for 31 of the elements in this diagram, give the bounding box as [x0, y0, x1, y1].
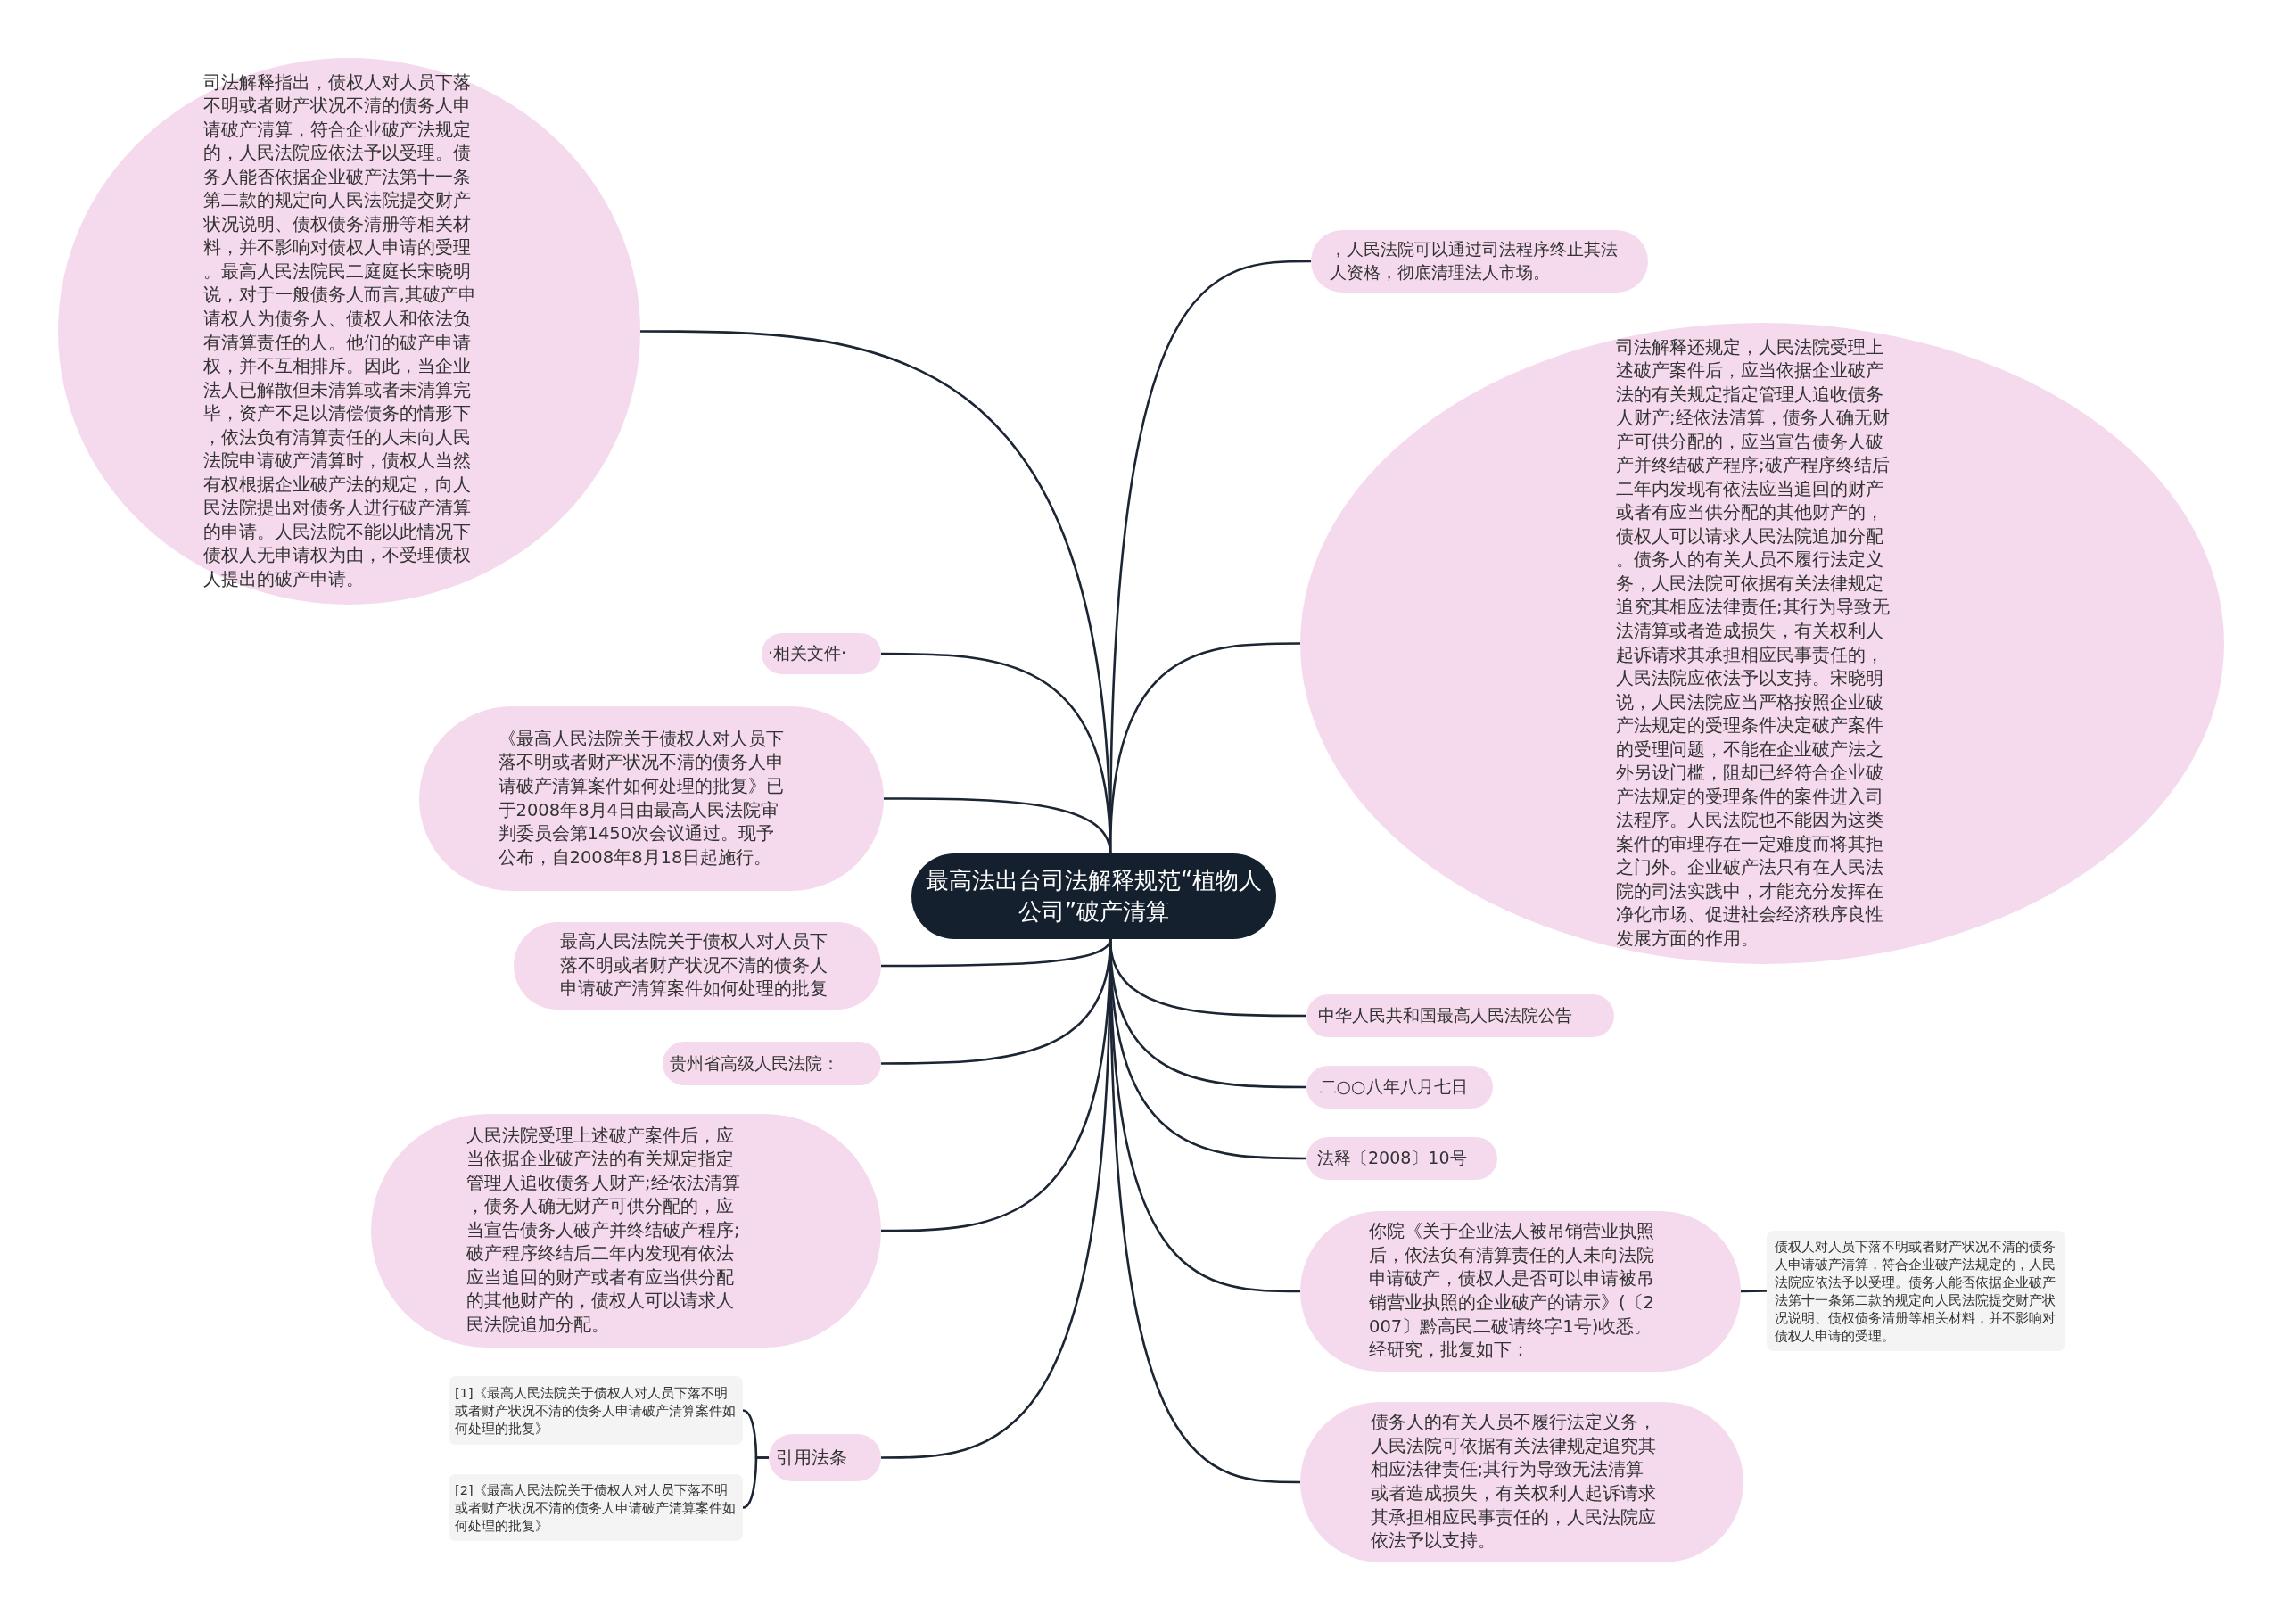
topic-pill: [769, 1434, 881, 1481]
topic-pill: [1306, 994, 1614, 1037]
connector-line: [742, 1456, 769, 1509]
topic-text: 最高人民法院关于债权人对人员下落不明或者财产状况不清的债务人申请破产清算案件如何处理的批复: [560, 930, 828, 1002]
topic-text: 法释〔2008〕10号: [1317, 1147, 1468, 1170]
topic-text: ，人民法院可以通过司法程序终止其法人资格，彻底清理法人市场。: [1330, 238, 1619, 284]
topic-text: 人民法院受理上述破产案件后，应当依据企业破产法的有关规定指定管理人追收债务人财产;经依法清算，债务人确无财产可供分配的，应当宣告债务人破产并终结破产程序;破产程序终结后二年内发现有依法应当追回的财产或者有应当供分配的其他财产的，债权人可以请求人民法院追加分配。: [466, 1124, 741, 1337]
topic-text: 引用法条: [776, 1445, 848, 1470]
note-card: [1767, 1231, 2065, 1351]
connector-line: [1109, 642, 1300, 854]
topic-text: ·相关文件·: [768, 642, 848, 665]
note-card: [449, 1376, 743, 1445]
topic-text: 债务人的有关人员不履行法定义务，人民法院可依据有关法律规定追究其相应法律责任;其行为导致无法清算或者造成损失，有关权利人起诉请求其承担相应民事责任的，人民法院应依法予以支持。: [1370, 1411, 1656, 1554]
topic-text: [1]《最高人民法院关于债权人对人员下落不明或者财产状况不清的债务人申请破产清算案件如何处理的批复》: [455, 1384, 737, 1438]
topic-text: 你院《关于企业法人被吊销营业执照后，依法负有清算责任的人未向法院申请破产，债权人是否可以申请被吊销营业执照的企业破产的请示》(〔2007〕黔高民二破请终字1号)收悉。经研究，批复如下：: [1369, 1220, 1654, 1363]
connector-line: [881, 938, 1112, 968]
topic-text: 中华人民共和国最高人民法院公告: [1317, 1004, 1573, 1027]
topic-pill: [663, 1042, 881, 1085]
topic-text: 债权人对人员下落不明或者财产状况不清的债务人申请破产清算，符合企业破产法规定的，人民法院应依法予以受理。债务人能否依据企业破产法第十一条第二款的规定向人民法院提交财产状况说明、债权债务清册等相关材料，并不影响对债权人申请的受理。: [1774, 1238, 2056, 1345]
topic-pill: [762, 633, 881, 674]
topic-text: 《最高人民法院关于债权人对人员下落不明或者财产状况不清的债务人申请破产清算案件如何处理的批复》已于2008年8月4日由最高人民法院审判委员会第1450次会议通过。现予公布，自2008年8月18日起施行。: [498, 727, 785, 870]
topic-text: 司法解释还规定，人民法院受理上述破产案件后，应当依据企业破产法的有关规定指定管理人追收债务人财产;经依法清算，债务人确无财产可供分配的，应当宣告债务人破产并终结破产程序;破产程序终结后二年内发现有依法应当追回的财产或者有应当供分配的其他财产的，债权人可以请求人民法院追加分配。债务人的有关人员不履行法定义务，人民法院可依据有关法律规定追究其相应法律责任;其行为导致无法清算或者造成损失，有关权利人起诉请求其承担相应民事责任的，人民法院应依法予以支持。宋晓明说，人民法院应当严格按照企业破产法规定的受理条件决定破产案件的受理问题，不能在企业破产法之外另设门槛，阻却已经符合企业破产法规定的受理条件的案件进入司法程序。人民法院也不能因为这类案件的审理存在一定难度而将其拒之门外。企业破产法只有在人民法院的司法实践中，才能充分发挥在净化市场、促进社会经济秩序良性发展方面的作用。: [1616, 335, 1891, 951]
note-card: [449, 1474, 743, 1541]
topic-text: 最高法出台司法解释规范“植物人公司”破产清算: [924, 865, 1264, 927]
topic-text: 司法解释指出，债权人对人员下落不明或者财产状况不清的债务人申请破产清算，符合企业破产法规定的，人民法院应依法予以受理。债务人能否依据企业破产法第十一条第二款的规定向人民法院提交财产状况说明、债权债务清册等相关材料，并不影响对债权人申请的受理。最高人民法院民二庭庭长宋晓明说，对于一般债务人而言,其破产申请权人为债务人、债权人和依法负有清算责任的人。他们的破产申请权，并不互相排斥。因此，当企业法人已解散但未清算或者未清算完毕，资产不足以清偿债务的情形下，依法负有清算责任的人未向人民法院申请破产清算时，债权人当然有权根据企业破产法的规定，向人民法院提出对债务人进行破产清算的申请。人民法院不能以此情况下债权人无申请权为由，不受理债权人提出的破产申请。: [202, 70, 477, 591]
topic-text: 贵州省高级人民法院：: [669, 1051, 840, 1075]
topic-pill: [1306, 1137, 1497, 1180]
topic-pill: [1306, 1066, 1493, 1109]
topic-text: [2]《最高人民法院关于债权人对人员下落不明或者财产状况不清的债务人申请破产清算案件如何处理的批复》: [455, 1481, 737, 1535]
topic-text: 二○○八年八月七日: [1319, 1076, 1469, 1099]
connector-line: [1740, 1290, 1768, 1293]
